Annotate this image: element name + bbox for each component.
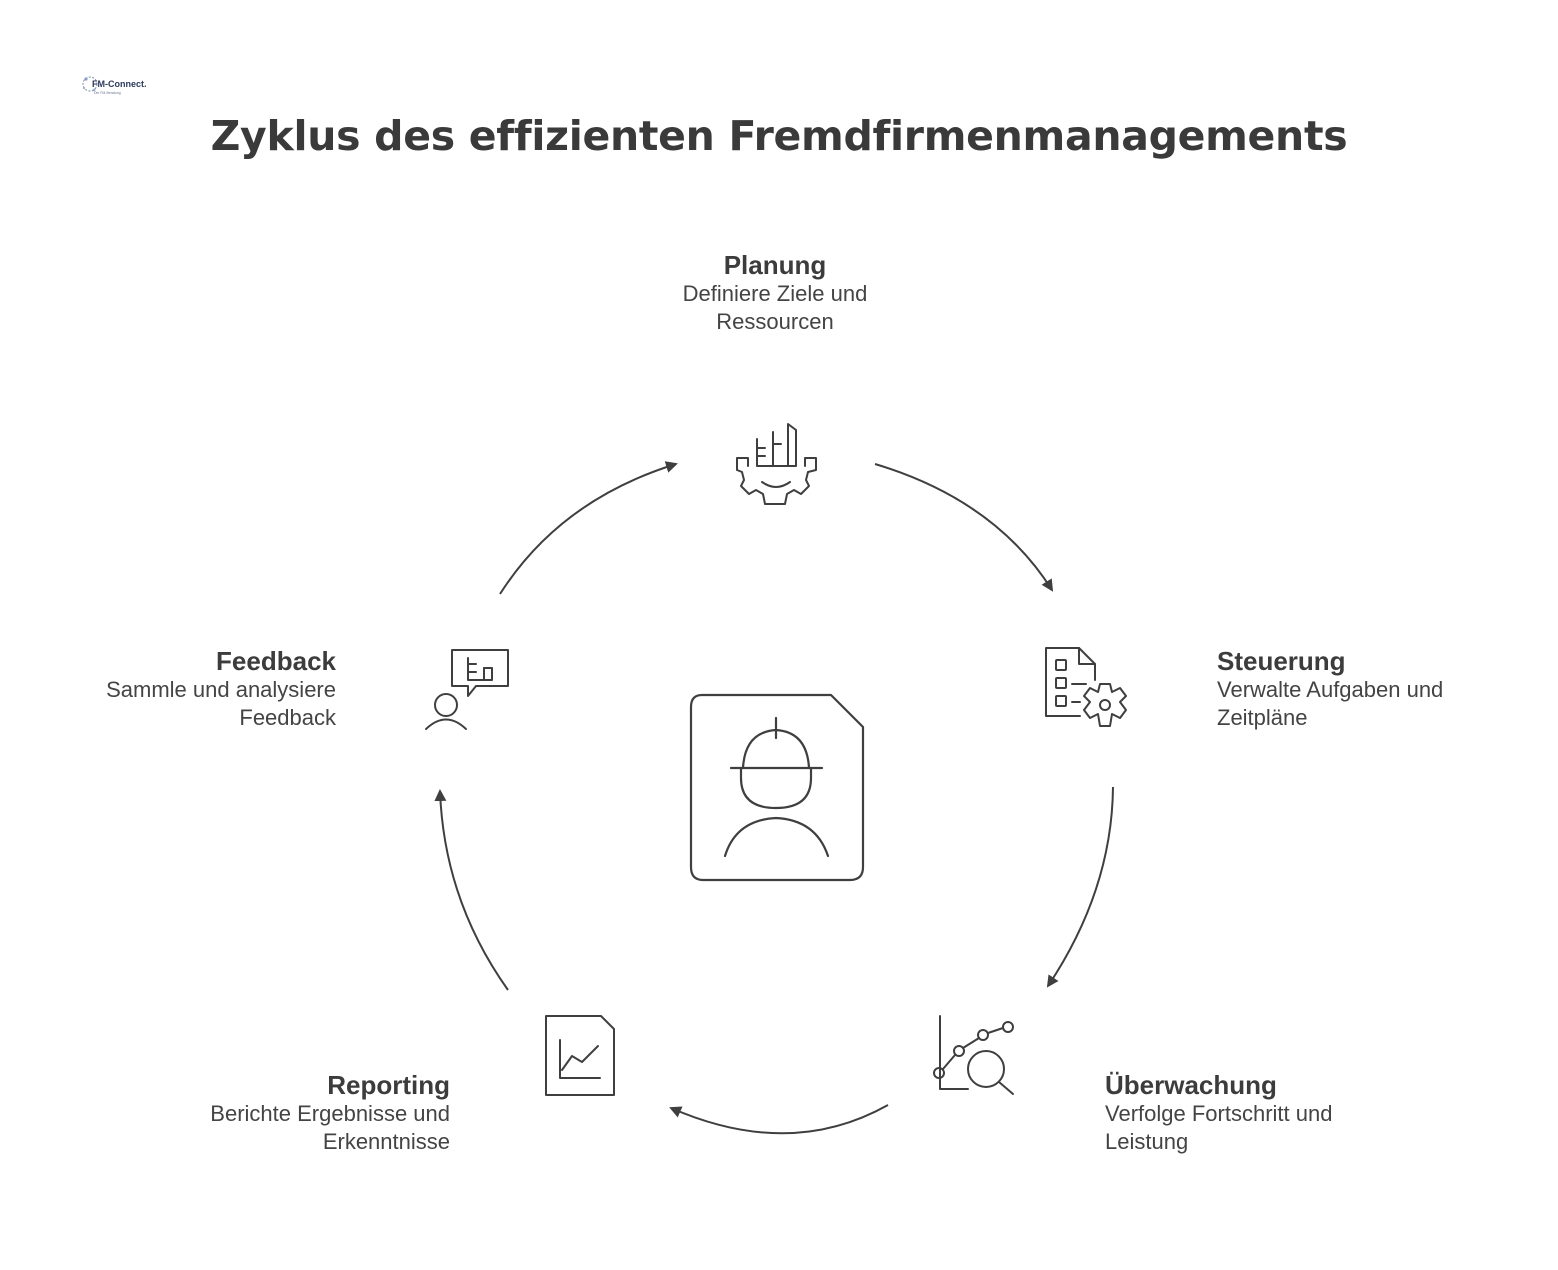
building-gear-icon (736, 423, 817, 505)
logo-tagline: Die FM-Beratung (94, 91, 121, 95)
arrow-ueberwachung-to-reporting (669, 1104, 889, 1135)
step-desc-line2: Feedback (239, 705, 336, 730)
step-desc-line1: Definiere Ziele und (682, 281, 868, 306)
arrow-planung-to-steuerung (874, 463, 1054, 592)
step-feedback: Feedback Sammle und analysiere Feedback (30, 646, 336, 732)
checklist-gear-icon (1045, 647, 1127, 727)
step-desc-line1: Verfolge Fortschritt und (1105, 1101, 1333, 1126)
chart-magnifier-icon (933, 1015, 1014, 1095)
step-ueberwachung: Überwachung Verfolge Fortschritt und Lei… (1105, 1070, 1425, 1156)
step-desc-line2: Leistung (1105, 1129, 1189, 1154)
step-title: Steuerung (1217, 646, 1346, 676)
step-reporting: Reporting Berichte Ergebnisse und Erkenn… (130, 1070, 450, 1156)
step-steuerung: Steuerung Verwalte Aufgaben und Zeitplän… (1217, 646, 1537, 732)
step-title: Planung (723, 250, 827, 280)
step-desc-line2: Ressourcen (716, 309, 834, 334)
arrow-reporting-to-feedback (434, 789, 509, 991)
step-desc-line1: Berichte Ergebnisse und (210, 1101, 450, 1126)
page-title: Zyklus des effizienten Fremdfirmenmanage… (210, 112, 1348, 160)
step-desc-line2: Erkenntnisse (322, 1129, 450, 1154)
worker-helmet-icon (689, 693, 865, 882)
person-speech-icon (425, 649, 509, 730)
step-desc-line2: Zeitpläne (1217, 705, 1308, 730)
step-desc-line1: Verwalte Aufgaben und (1217, 677, 1444, 702)
cycle-arrows (434, 461, 1114, 1135)
arrow-steuerung-to-ueberwachung (1046, 786, 1114, 988)
arrow-feedback-to-planung (499, 461, 678, 595)
step-title: Feedback (216, 646, 336, 676)
brand-logo: FM-Connect.com Die FM-Beratung (80, 70, 165, 102)
report-chart-icon (545, 1015, 615, 1096)
step-title: Reporting (327, 1070, 450, 1100)
step-planung: Planung Definiere Ziele und Ressourcen (625, 250, 925, 336)
step-title: Überwachung (1105, 1070, 1277, 1100)
logo-text: FM-Connect.com (92, 79, 146, 89)
step-desc-line1: Sammle und analysiere (106, 677, 336, 702)
